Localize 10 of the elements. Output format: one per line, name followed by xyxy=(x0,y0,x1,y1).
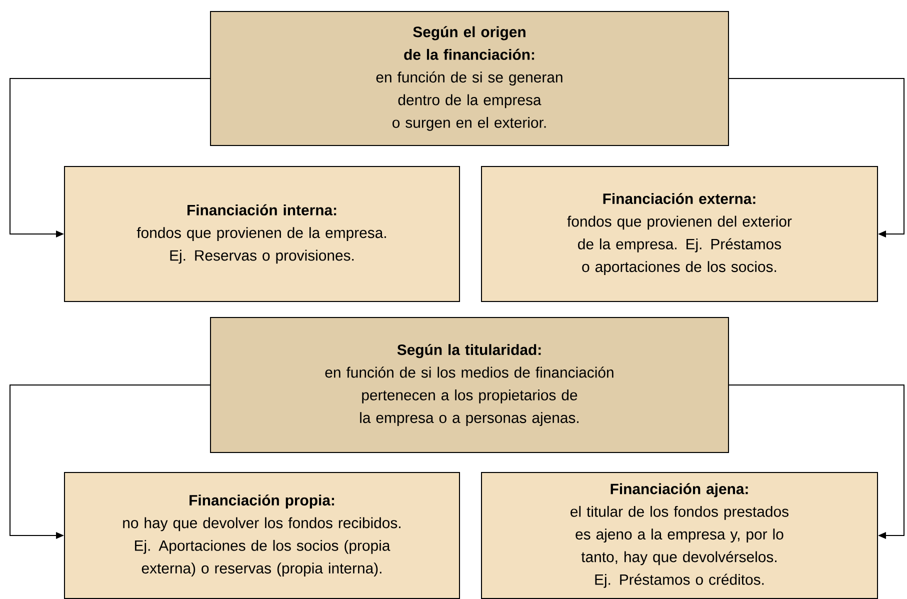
arrow xyxy=(728,78,904,238)
type-box: Financiación interna: fondos que provienen de la empresa. Ej. Reservas o provisiones. xyxy=(64,166,460,302)
category-box: Según la titularidad: en función de si los medios de financiación pertenecen a los propietarios de la empresa o a personas ajenas. xyxy=(210,317,729,453)
type-box: Financiación propia: no hay que devolver los fondos recibidos. Ej. Aportaciones de los socios (propia externa) o reservas (propia interna). xyxy=(64,472,460,599)
category-box: Según el origen de la financiación: en función de si se generan dentro de la empresa o surgen en el exterior. xyxy=(210,11,729,146)
arrow xyxy=(728,384,904,539)
arrow xyxy=(10,78,210,238)
type-box: Financiación ajena: el titular de los fondos prestados es ajeno a la empresa y, por lo tanto, hay que devolvérselos. Ej. Préstamos o créditos. xyxy=(481,472,878,599)
arrow xyxy=(10,384,210,539)
type-box: Financiación externa: fondos que provienen del exterior de la empresa. Ej. Préstamos o aportaciones de los socios. xyxy=(481,166,878,302)
